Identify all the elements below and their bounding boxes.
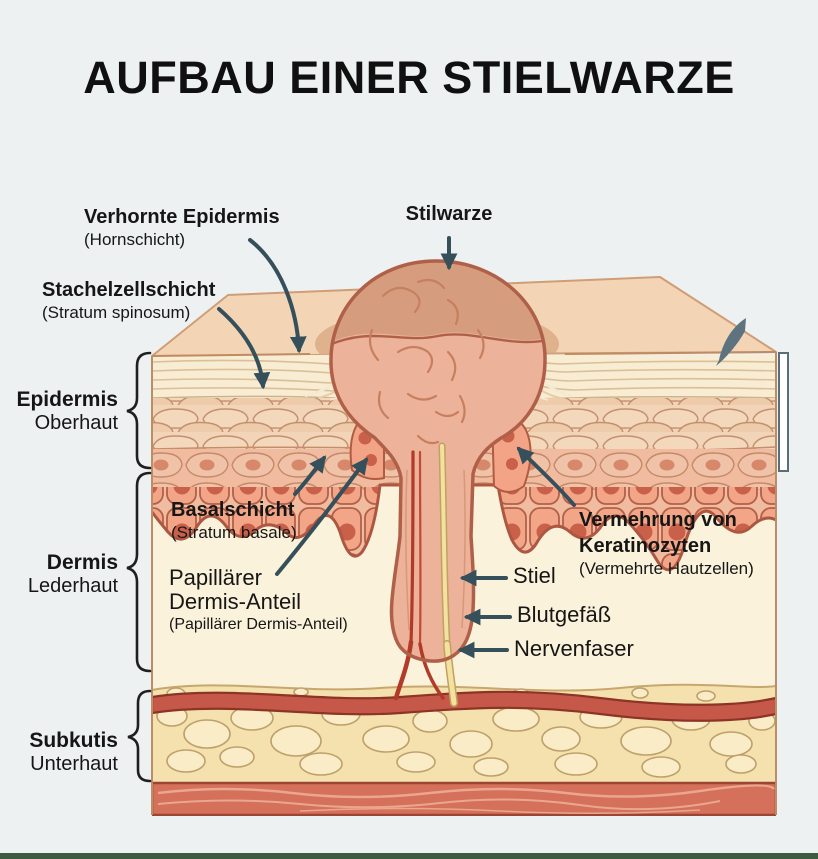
- layer-label-subkutis: Subkutis Unterhaut: [29, 729, 118, 775]
- layer-subkutis-label: Subkutis: [29, 729, 118, 752]
- arrow-papillaerer-dermis: [275, 457, 369, 576]
- stalk-streaks: [405, 469, 466, 631]
- callout-stachelzellschicht-label: Stachelzellschicht: [42, 279, 216, 301]
- layer-subkutis-sublabel: Unterhaut: [30, 752, 118, 775]
- skin-tag-wart: [329, 259, 547, 707]
- callout-papillaerer-sublabel: (Papillärer Dermis-Anteil): [169, 615, 348, 633]
- callout-papillaerer-line2: Dermis-Anteil: [169, 588, 302, 614]
- arrow-verhornte-epidermis: [248, 238, 307, 354]
- callout-vermehrung-line2: Keratinozyten: [579, 535, 712, 557]
- hook-marker: [716, 318, 746, 366]
- wart-surface-folds: [368, 278, 485, 445]
- layer-dermis-label: Dermis: [46, 551, 118, 574]
- callout-papillaerer-dermis: Papillärer Dermis-Anteil (Papillärer Der…: [169, 566, 348, 633]
- callout-stiel: Stiel: [513, 564, 556, 588]
- callout-blutgefaess: Blutgefäß: [517, 603, 611, 627]
- layer-label-dermis: Dermis Lederhaut: [28, 551, 118, 597]
- callout-stachelzellschicht-sublabel: (Stratum spinosum): [42, 302, 191, 322]
- arrow-vermehrung-keratinozyten: [516, 446, 576, 507]
- brace-dermis: [126, 471, 152, 673]
- callout-nervenfaser: Nervenfaser: [514, 637, 634, 661]
- arrow-stachelzellschicht: [217, 307, 271, 390]
- layer-epidermis-sublabel: Oberhaut: [34, 411, 118, 434]
- callout-papillaerer-line1: Papillärer: [169, 565, 262, 590]
- layer-dermis-sublabel: Lederhaut: [27, 574, 118, 597]
- horizontal-blood-vessel: [152, 690, 776, 722]
- bottom-bar: [0, 853, 818, 859]
- muscle-layer: [152, 781, 776, 816]
- callout-nervenfaser-label: Nervenfaser: [514, 636, 634, 661]
- page-title: AUFBAU EINER STIELWARZE: [83, 52, 735, 103]
- scale-bracket: [778, 352, 789, 472]
- layer-braces: [126, 351, 152, 783]
- callout-verhornte-epidermis: Verhornte Epidermis (Hornschicht): [84, 206, 280, 249]
- stalk-nerve-fiber: [438, 442, 458, 707]
- callout-verhornte-epidermis-label: Verhornte Epidermis: [84, 206, 280, 228]
- callout-basalschicht-label: Basalschicht: [171, 499, 295, 521]
- brace-epidermis: [126, 351, 152, 470]
- callout-basalschicht-sublabel: (Stratum basale): [171, 522, 297, 542]
- layer-epidermis-label: Epidermis: [16, 388, 118, 411]
- stalk-blood-vessel: [393, 450, 445, 701]
- callout-blutgefaess-label: Blutgefäß: [517, 602, 612, 627]
- layer-label-epidermis: Epidermis Oberhaut: [16, 388, 118, 434]
- callout-vermehrung-sublabel: (Vermehrte Hautzellen): [579, 559, 754, 578]
- callout-verhornte-epidermis-sublabel: (Hornschicht): [84, 229, 186, 249]
- callout-basalschicht: Basalschicht (Stratum basale): [171, 499, 297, 542]
- callout-stilwarze-label: Stilwarze: [405, 203, 493, 225]
- skin-surface-edge: [151, 351, 777, 357]
- callout-arrows: [217, 236, 576, 659]
- callout-vermehrung-keratinozyten: Vermehrung von Keratinozyten (Vermehrte …: [579, 506, 754, 578]
- brace-subkutis: [127, 689, 152, 783]
- callout-vermehrung-line1: Vermehrung von: [579, 509, 737, 531]
- callout-stiel-label: Stiel: [513, 563, 556, 588]
- callout-stachelzellschicht: Stachelzellschicht (Stratum spinosum): [42, 279, 216, 322]
- block-edges: [151, 352, 777, 815]
- arrow-basalschicht: [293, 455, 327, 496]
- callout-stilwarze: Stilwarze: [379, 203, 519, 226]
